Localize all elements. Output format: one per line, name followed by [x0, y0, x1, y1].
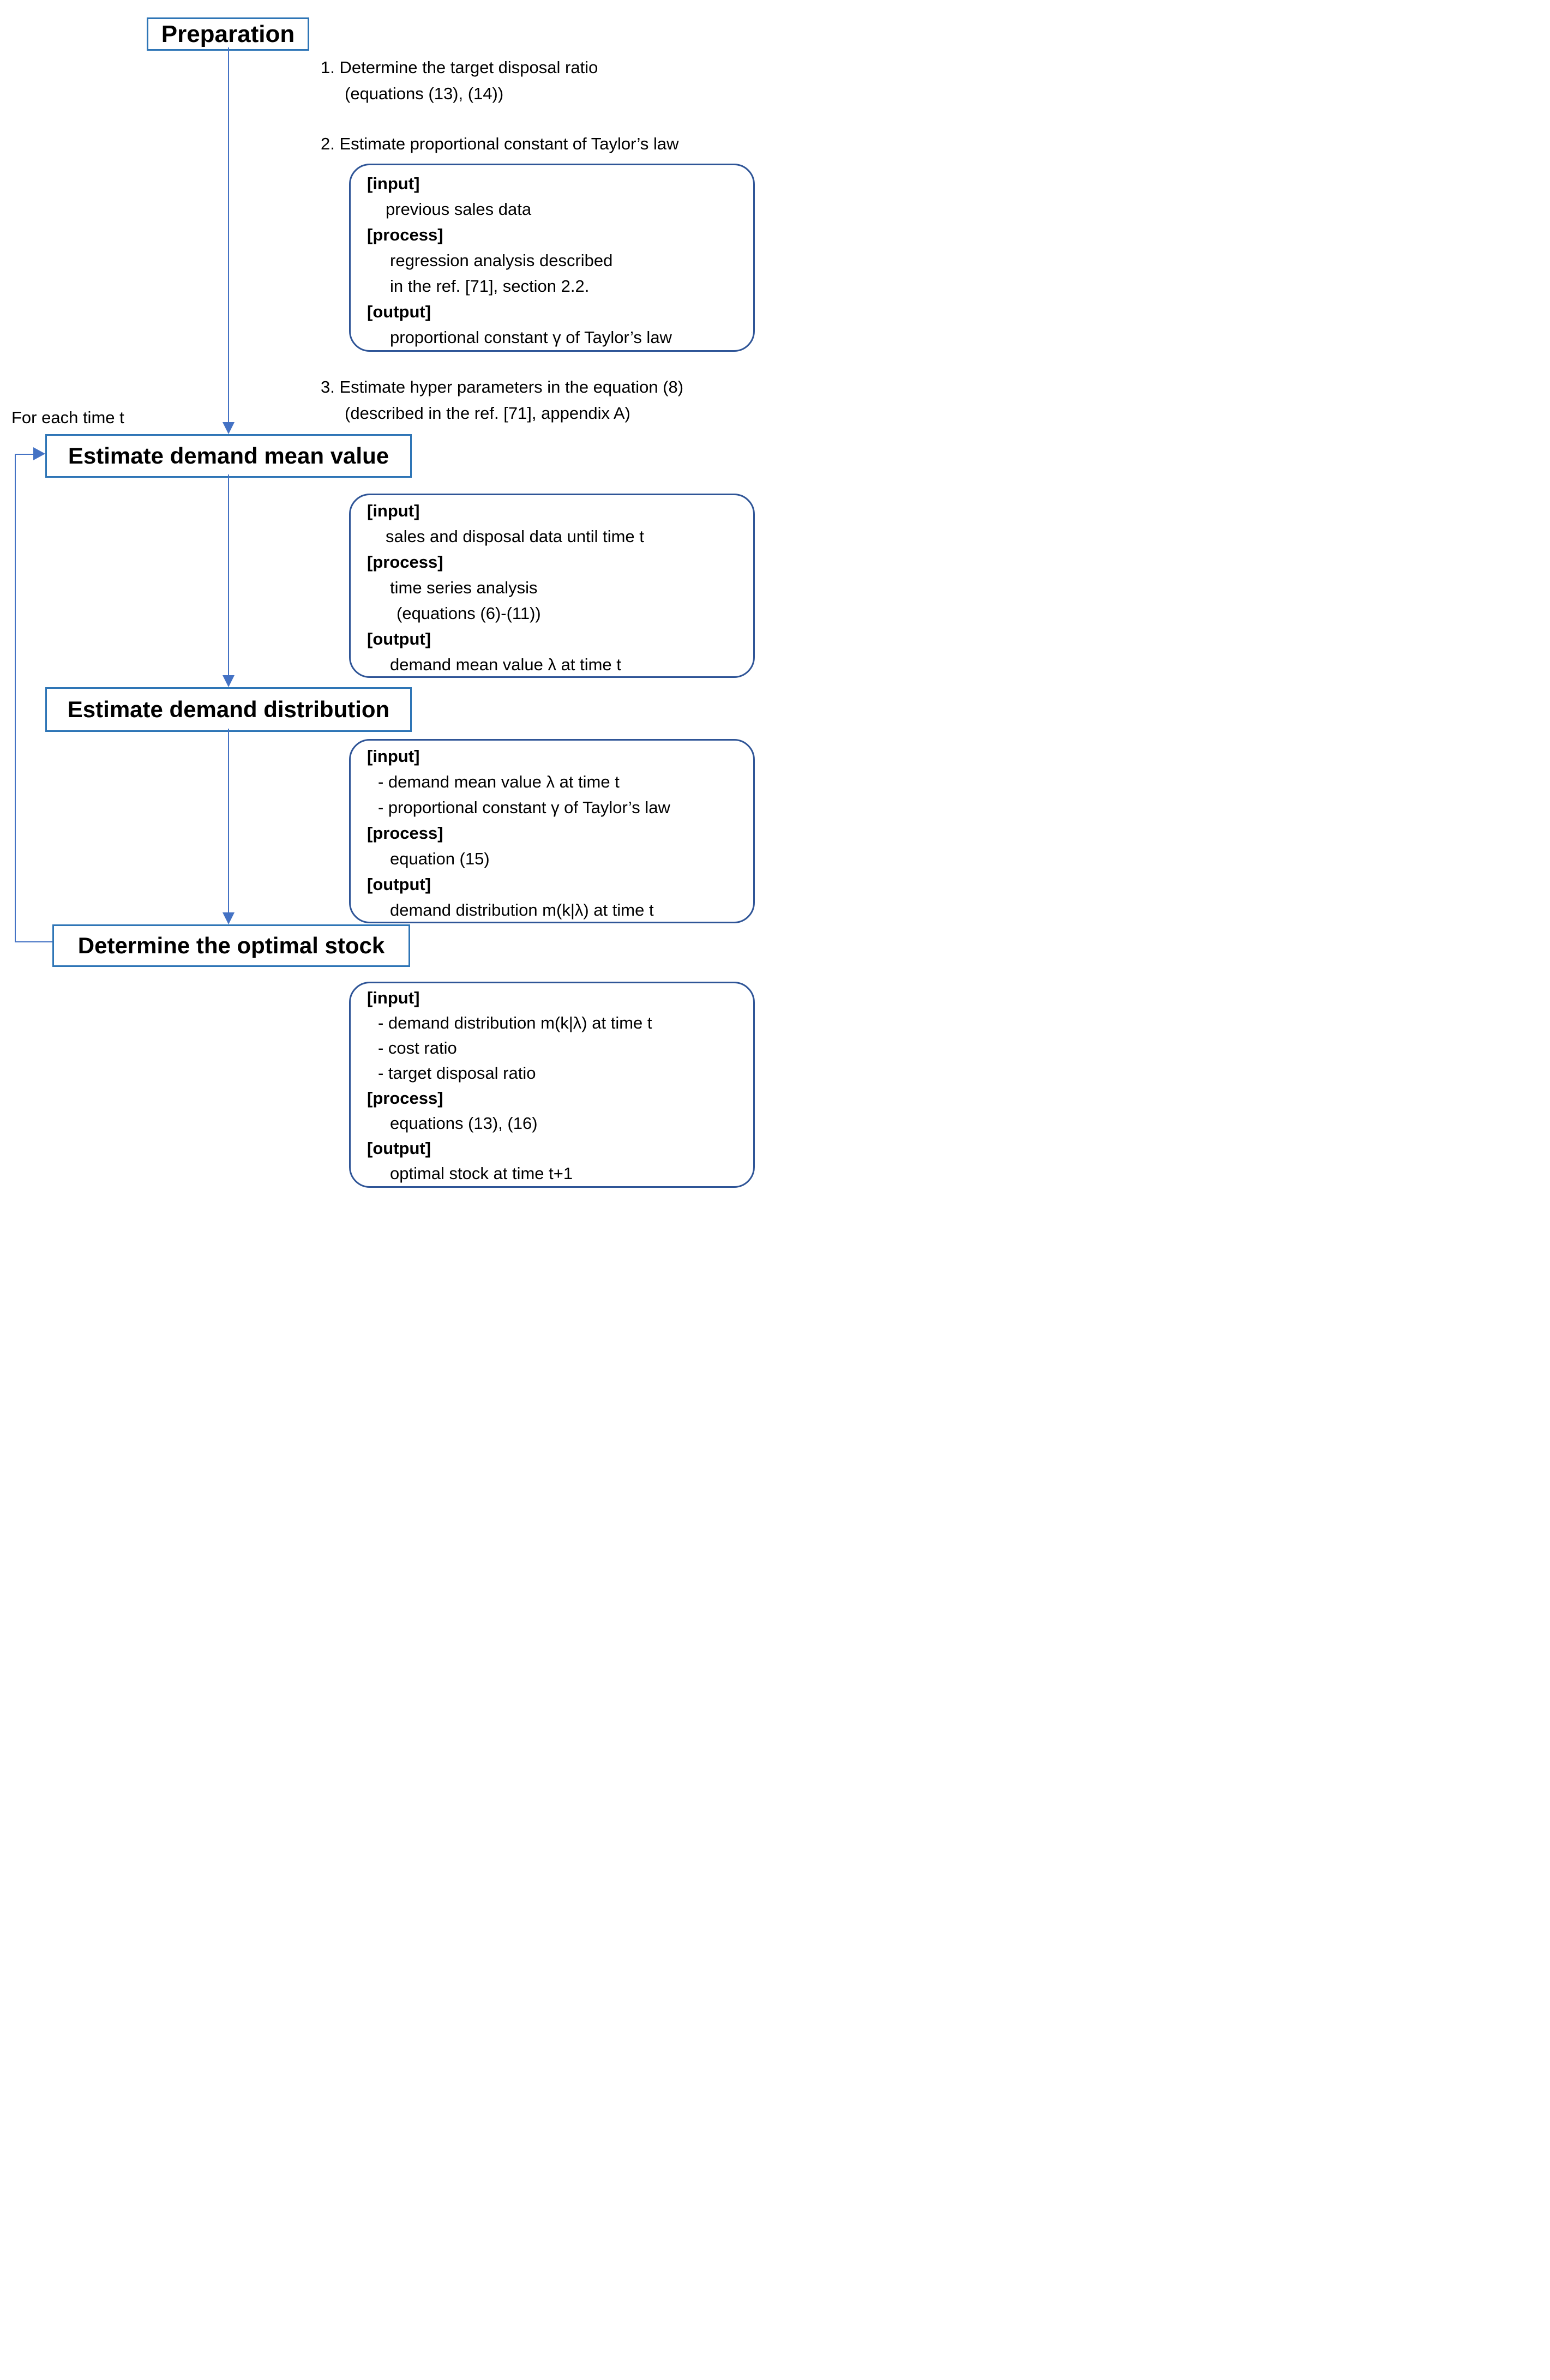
io-line: optimal stock at time t+1	[390, 1164, 573, 1183]
io-box-demand-mean: [input] sales and disposal data until ti…	[349, 494, 755, 678]
io-line: [input]	[367, 747, 420, 766]
io-line: demand mean value λ at time t	[390, 655, 621, 674]
for-each-time-label: For each time t	[11, 408, 124, 427]
io-line: sales and disposal data until time t	[386, 527, 644, 546]
io-line: - proportional constant γ of Taylor’s la…	[378, 798, 670, 817]
process-box-determine-optimal-stock: Determine the optimal stock	[52, 924, 410, 967]
step-1-line-1: 1. Determine the target disposal ratio	[321, 58, 598, 77]
io-line: - cost ratio	[378, 1038, 457, 1057]
io-line: [input]	[367, 501, 420, 520]
io-line: [output]	[367, 1139, 431, 1158]
arrow-down-icon	[223, 422, 235, 434]
io-box-demand-distribution: [input] - demand mean value λ at time t …	[349, 739, 755, 923]
step-3-line-1: 3. Estimate hyper parameters in the equa…	[321, 377, 684, 396]
process-box-label: Estimate demand distribution	[67, 696, 390, 722]
io-line: - target disposal ratio	[378, 1063, 536, 1083]
loop-back-line-top	[15, 454, 34, 455]
io-line: [input]	[367, 174, 420, 193]
process-box-estimate-demand-mean-value: Estimate demand mean value	[45, 434, 412, 478]
arrow-down-icon	[223, 675, 235, 687]
step-1-line-2: (equations (13), (14))	[345, 84, 504, 103]
io-line: [process]	[367, 1089, 443, 1108]
io-line: [output]	[367, 302, 431, 321]
arrow-right-icon	[33, 447, 45, 460]
process-box-estimate-demand-distribution: Estimate demand distribution	[45, 687, 412, 732]
io-line: in the ref. [71], section 2.2.	[390, 277, 590, 296]
io-line: [process]	[367, 552, 443, 572]
io-line: equations (13), (16)	[390, 1114, 538, 1133]
io-line: [output]	[367, 629, 431, 648]
io-line: equation (15)	[390, 849, 490, 868]
process-box-label: Determine the optimal stock	[77, 933, 385, 958]
flowchart-canvas: Preparation 1. Determine the target disp…	[0, 0, 775, 1190]
io-line: demand distribution m(k|λ) at time t	[390, 900, 654, 919]
process-box-label: Estimate demand mean value	[68, 443, 389, 468]
io-line: (equations (6)-(11))	[396, 604, 541, 623]
preparation-box: Preparation	[147, 17, 309, 51]
loop-back-line-bottom	[15, 941, 52, 942]
arrow-down-icon	[223, 912, 235, 924]
io-line: proportional constant γ of Taylor’s law	[390, 328, 672, 347]
connector-mean-to-distribution	[228, 474, 229, 675]
io-line: [process]	[367, 225, 443, 244]
preparation-label: Preparation	[161, 20, 295, 47]
io-box-optimal-stock: [input] - demand distribution m(k|λ) at …	[349, 982, 755, 1188]
io-box-preparation: [input] previous sales data [process] re…	[349, 164, 755, 352]
step-3-line-2: (described in the ref. [71], appendix A)	[345, 404, 630, 423]
io-line: [input]	[367, 988, 420, 1007]
loop-back-line-vertical	[15, 454, 16, 942]
io-line: time series analysis	[390, 578, 538, 597]
io-line: [process]	[367, 824, 443, 843]
io-line: previous sales data	[386, 200, 532, 219]
io-line: - demand distribution m(k|λ) at time t	[378, 1013, 652, 1032]
connector-distribution-to-stock	[228, 729, 229, 912]
connector-preparation-to-mean	[228, 47, 229, 422]
io-line: regression analysis described	[390, 251, 613, 270]
io-line: [output]	[367, 875, 431, 894]
step-2-line-1: 2. Estimate proportional constant of Tay…	[321, 134, 679, 153]
io-line: - demand mean value λ at time t	[378, 772, 620, 791]
